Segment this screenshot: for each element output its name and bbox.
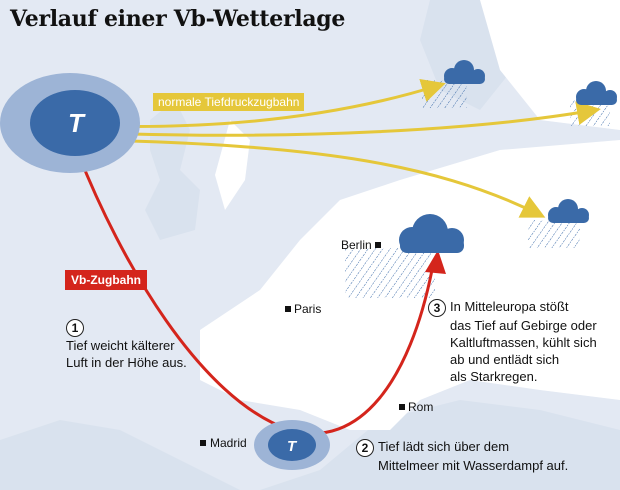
step-3-line-5: als Starkregen.	[450, 368, 538, 384]
step-3-line-3: Kaltluftmassen, kühlt sich	[450, 334, 597, 350]
step-3-line-1: In Mitteleuropa stößt	[450, 299, 569, 314]
low-pressure-mediterranean	[254, 420, 330, 470]
low-pressure-atlantic	[0, 73, 140, 173]
step-number-2: 2	[356, 438, 374, 457]
step-number-1: 1	[66, 318, 84, 337]
step-1: 1 Tief weicht kälterer Luft in der Höhe …	[66, 318, 187, 371]
cloud-icon-north	[444, 60, 485, 84]
vb-arrowhead	[425, 250, 446, 274]
step-1-line-2: Luft in der Höhe aus.	[66, 354, 187, 370]
low-symbol-mediterranean: T	[287, 438, 298, 455]
step-1-line-1: Tief weicht kälterer	[66, 337, 175, 353]
step-2: 2 Tief lädt sich über dem Mittelmeer mit …	[356, 438, 568, 474]
step-3-line-4: ab und entlädt sich	[450, 351, 560, 367]
city-rom: Rom	[408, 400, 434, 414]
normal-track-label: normale Tiefdruckzugbahn	[153, 93, 305, 111]
cloud-icon	[399, 214, 464, 253]
step-2-line-2: Mittelmeer mit Wasserdampf auf.	[378, 457, 569, 473]
step-3: 3 In Mitteleuropa stößt das Tief auf Gebi…	[428, 298, 597, 385]
cloud-icon-southeast	[548, 199, 589, 223]
page-title: Verlauf einer Vb-Wetterlage	[10, 6, 346, 32]
step-number-3: 3	[428, 298, 446, 317]
vb-track-label: Vb-Zugbahn	[65, 270, 147, 290]
low-symbol-atlantic: T	[68, 108, 86, 138]
city-madrid: Madrid	[210, 436, 247, 450]
step-3-line-2: das Tief auf Gebirge oder	[450, 317, 597, 333]
cloud-icon-east	[576, 81, 617, 105]
step-2-line-1: Tief lädt sich über dem	[378, 439, 510, 454]
city-berlin: Berlin	[341, 238, 372, 252]
city-markers	[200, 242, 405, 446]
normal-track-arrows	[94, 78, 601, 218]
city-paris: Paris	[294, 302, 322, 316]
